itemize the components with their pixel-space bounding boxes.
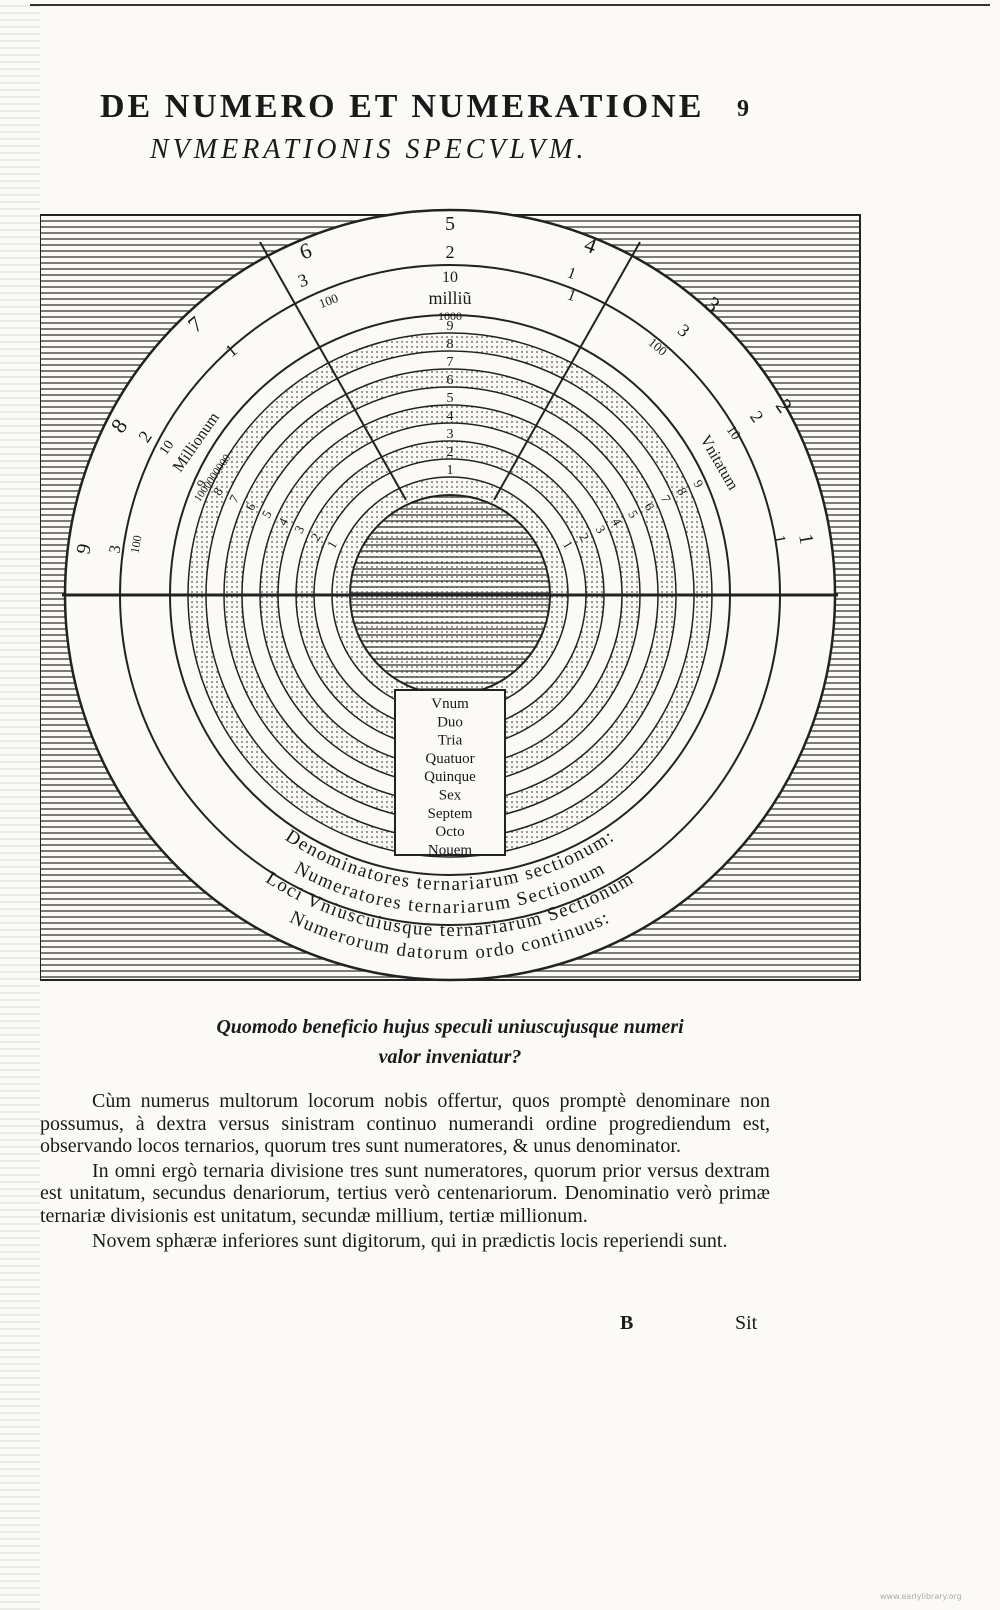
watermark: www.earlylibrary.org bbox=[880, 1592, 962, 1601]
left-sector-label: 9 bbox=[72, 542, 95, 556]
sector-dividers bbox=[259, 241, 641, 501]
number-word-label: Sex bbox=[439, 788, 462, 804]
signature-mark: B bbox=[620, 1312, 634, 1334]
right-sector-label: 1 bbox=[770, 534, 788, 545]
top-sector-label: 2 bbox=[446, 242, 455, 262]
catchword: Sit bbox=[735, 1312, 758, 1334]
plate-title: NVMERATIONIS SPECVLVM. bbox=[150, 134, 588, 165]
paragraph: Novem sphæræ inferiores sunt digitorum, … bbox=[92, 1229, 728, 1252]
top-rule bbox=[30, 4, 990, 6]
number-word-label: Octo bbox=[435, 824, 464, 840]
left-sector-label: 3 bbox=[107, 544, 125, 555]
number-word-label: Quinque bbox=[424, 769, 476, 785]
right-sector-label: 1 bbox=[794, 532, 817, 546]
left-sector-label: 100 bbox=[128, 534, 145, 554]
paragraph: Cùm numerus multorum locorum nobis offe… bbox=[40, 1090, 770, 1158]
caption-line: valor inveniatur? bbox=[378, 1046, 522, 1068]
number-word-label: Quatuor bbox=[425, 751, 474, 767]
digit-label-center: 2 bbox=[447, 445, 454, 460]
left-sector-label: 100 bbox=[317, 290, 340, 311]
number-word-label: Septem bbox=[428, 806, 473, 822]
caption-line: Quomodo beneficio hujus speculi uniuscuj… bbox=[216, 1016, 684, 1038]
digit-label-center: 3 bbox=[447, 427, 454, 442]
figure-caption: Quomodo beneficio hujus speculi uniuscuj… bbox=[140, 1012, 760, 1072]
digit-label-center: 8 bbox=[447, 337, 454, 352]
number-word-label: Tria bbox=[438, 733, 463, 749]
digit-label-center: 6 bbox=[447, 373, 454, 388]
number-word-label: Vnum bbox=[431, 696, 469, 712]
page-gutter-shadow bbox=[0, 0, 40, 1610]
body-text: Cùm numerus multorum locorum nobis offe… bbox=[40, 1090, 770, 1254]
digit-label-center: 7 bbox=[447, 355, 454, 370]
top-sector-label: milliũ bbox=[428, 288, 471, 308]
inner-word-box bbox=[394, 689, 506, 856]
top-sector-label: 5 bbox=[445, 213, 455, 235]
digit-label-center: 1 bbox=[447, 463, 454, 478]
running-head: DE NUMERO ET NUMERATIONE bbox=[100, 88, 705, 125]
digit-label-center: 9 bbox=[447, 319, 454, 334]
top-sector-label: 10 bbox=[442, 269, 458, 286]
page-number: 9 bbox=[737, 96, 749, 122]
word-box-labels: VnumDuoTriaQuatuorQuinqueSexSeptemOctoNo… bbox=[424, 696, 476, 858]
number-word-label: Nouem bbox=[428, 842, 472, 858]
number-word-label: Duo bbox=[437, 714, 463, 730]
digit-label-center: 4 bbox=[447, 409, 454, 424]
digit-label-center: 5 bbox=[447, 391, 454, 406]
paragraph: In omni ergò ternaria divisione tres su… bbox=[40, 1159, 770, 1227]
top-sector-label: 1000 bbox=[438, 309, 462, 323]
